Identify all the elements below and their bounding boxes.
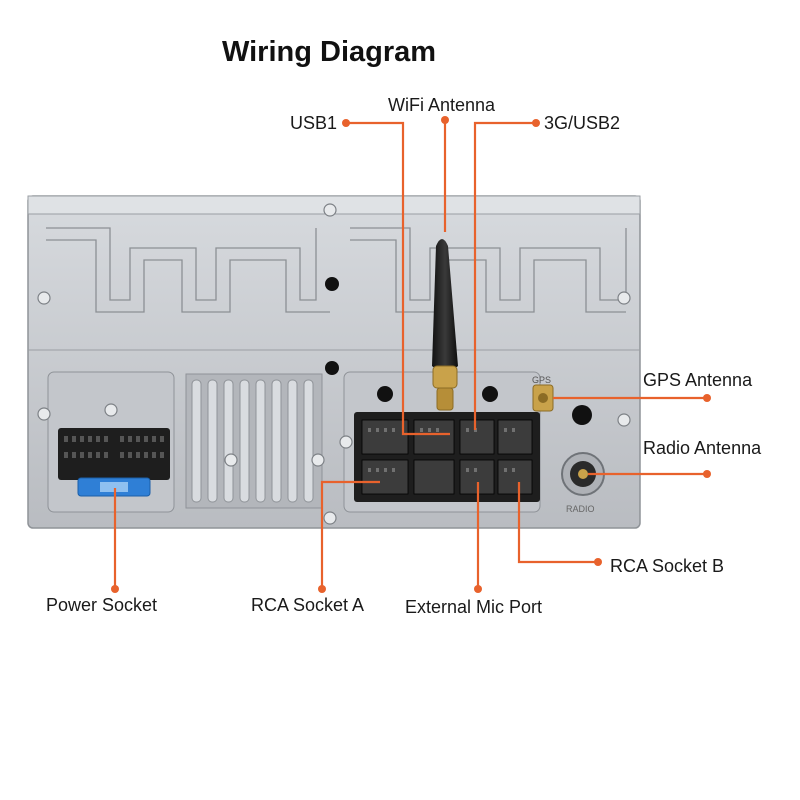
radio-marking: RADIO [566,504,595,514]
gps-marking: GPS [532,375,551,385]
wifi-antenna [432,239,458,411]
label-wifi-antenna: WiFi Antenna [388,95,496,115]
label-rca-socket-a: RCA Socket A [251,595,365,615]
leader-lines [113,120,707,589]
mounting-holes [325,277,592,425]
label-external-mic-port: External Mic Port [405,597,543,617]
label-power-socket: Power Socket [46,595,158,615]
heatsink-pattern [46,227,627,313]
label-rca-socket-b: RCA Socket B [610,556,725,576]
leader-dots [111,116,711,593]
power-socket [47,371,175,513]
connector-block [343,371,541,513]
vent-fins [185,373,323,509]
label-gps-antenna: GPS Antenna [643,370,753,390]
screws [37,203,631,525]
radio-jack: RADIO [561,452,605,514]
label-usb1: USB1 [290,113,338,133]
label-3g-usb2: 3G/USB2 [544,113,621,133]
gps-connector: GPS [532,375,554,412]
label-radio-antenna: Radio Antenna [643,438,762,458]
diagram-title: Wiring Diagram [222,36,437,68]
